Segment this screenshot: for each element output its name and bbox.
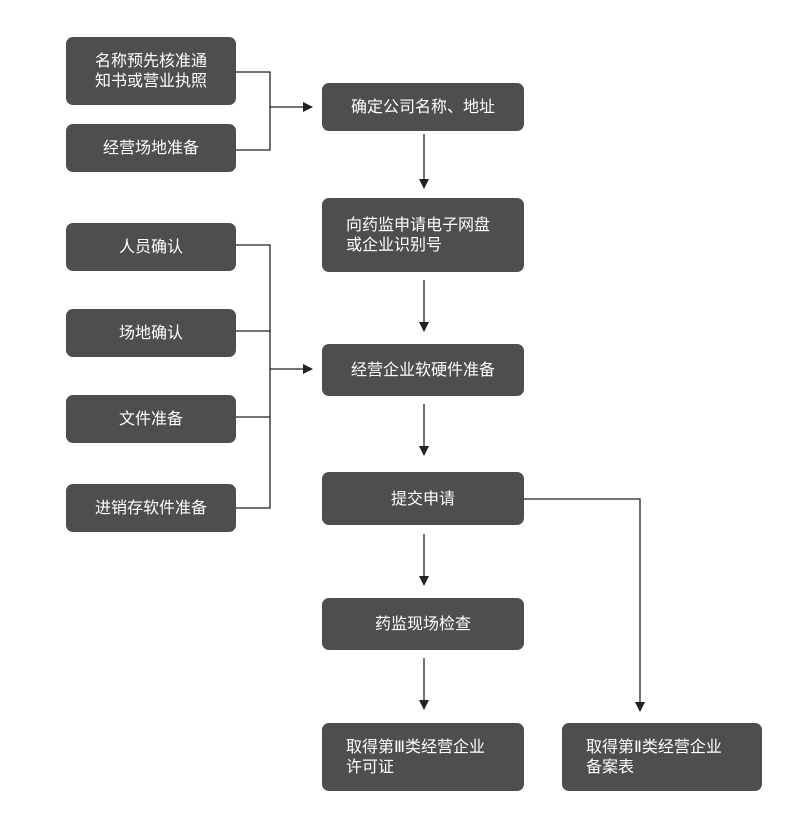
node-inventory-software: 进销存软件准备 <box>66 484 236 532</box>
node-label: 经营企业软硬件准备 <box>350 360 495 379</box>
bracket-top <box>236 71 271 151</box>
node-docs-prep: 文件准备 <box>66 395 236 443</box>
node-site-prep: 经营场地准备 <box>66 124 236 172</box>
node-class2-record: 取得第Ⅱ类经营企业 备案表 <box>562 723 762 791</box>
node-label: 进销存软件准备 <box>94 498 207 517</box>
node-label: 提交申请 <box>390 488 455 508</box>
node-label: 文件准备 <box>118 409 183 428</box>
node-name-approval: 名称预先核准通 知书或营业执照 <box>66 37 236 105</box>
bracket-mid <box>236 244 271 509</box>
node-label: 经营场地准备 <box>102 138 199 157</box>
node-label: 场地确认 <box>118 323 183 342</box>
node-class3-license: 取得第Ⅲ类经营企业 许可证 <box>322 723 524 791</box>
node-label: 取得第Ⅲ类经营企业 许可证 <box>346 737 486 776</box>
node-label: 名称预先核准通 知书或营业执照 <box>94 51 207 90</box>
node-confirm-name-address: 确定公司名称、地址 <box>322 83 524 131</box>
node-apply-e-disk: 向药监申请电子网盘 或企业识别号 <box>322 198 524 272</box>
node-onsite-inspection: 药监现场检查 <box>322 598 524 650</box>
node-label: 人员确认 <box>118 237 183 256</box>
node-label: 向药监申请电子网盘 或企业识别号 <box>346 215 491 254</box>
node-label: 确定公司名称、地址 <box>350 97 495 116</box>
node-label: 药监现场检查 <box>374 614 471 633</box>
node-hw-sw-prep: 经营企业软硬件准备 <box>322 344 524 396</box>
node-label: 取得第Ⅱ类经营企业 备案表 <box>586 737 722 776</box>
node-submit-application: 提交申请 <box>322 472 524 525</box>
node-personnel-confirm: 人员确认 <box>66 223 236 271</box>
node-site-confirm: 场地确认 <box>66 309 236 357</box>
arrow-branch <box>524 498 645 712</box>
